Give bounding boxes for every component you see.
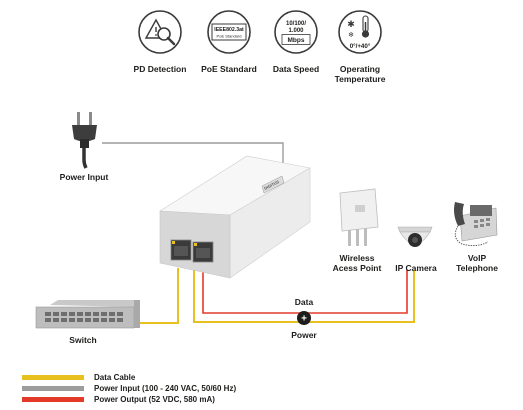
- svg-text:❄: ❄: [348, 31, 354, 39]
- label-access-point-line2: Acess Point: [332, 263, 382, 273]
- label-voip-telephone: VoIP Telephone: [448, 253, 506, 273]
- poe-standard-icon: IEEE802.3at PoE Standard: [207, 10, 251, 54]
- data-power-junction: Data + Power: [291, 297, 317, 340]
- feature-label-pd-detection: PD Detection: [133, 64, 187, 74]
- wireless-access-point: [339, 188, 379, 246]
- label-voip-line1: VoIP: [467, 253, 487, 263]
- label-switch: Switch: [69, 335, 97, 345]
- power-plug: [72, 112, 97, 169]
- temperature-range: 0°/+40°: [350, 43, 371, 50]
- legend-swatch-data: [22, 374, 84, 380]
- speed-badge-line2: 1.000: [288, 28, 304, 34]
- legend-swatch-power-output: [22, 396, 84, 402]
- label-voip-line2: Telephone: [456, 263, 498, 273]
- ip-camera: [397, 226, 433, 247]
- legend-swatch-power-input: [22, 385, 84, 391]
- switch-data-cable: [138, 268, 179, 324]
- legend-text-power-input: Power Input (100 - 240 VAC, 50/60 Hz): [94, 383, 237, 393]
- injector-brand: DIGITUS: [263, 179, 280, 191]
- thermometer-icon: ✱ ❄ 0°/+40°: [338, 10, 382, 54]
- label-access-point: Wireless Acess Point: [325, 253, 389, 273]
- poe-badge-line1: IEEE802.3at: [214, 27, 244, 33]
- legend-text-data: Data Cable: [94, 372, 136, 382]
- speed-badge-line3: Mbps: [288, 37, 305, 44]
- junction-power-label: Power: [291, 330, 317, 340]
- legend-text-power-output: Power Output (52 VDC, 580 mA): [94, 394, 215, 404]
- label-access-point-line1: Wireless: [339, 253, 375, 263]
- network-switch: [35, 300, 140, 329]
- feature-label-poe-standard: PoE Standard: [201, 64, 257, 74]
- legend-power-output: Power Output (52 VDC, 580 mA): [22, 394, 215, 404]
- junction-data-label: Data: [295, 297, 314, 307]
- pd-detection-icon: [138, 10, 182, 54]
- label-power-input: Power Input: [59, 172, 109, 182]
- junction-plus-symbol: +: [301, 314, 307, 325]
- speed-badge-line1: 10/100/: [286, 21, 306, 27]
- voip-telephone: [454, 202, 498, 247]
- legend-power-input: Power Input (100 - 240 VAC, 50/60 Hz): [22, 383, 236, 393]
- power-input-cable: [102, 142, 284, 163]
- feature-label-operating-temperature: Operating Temperature: [315, 64, 405, 84]
- data-speed-icon: 10/100/ 1.000 Mbps: [274, 10, 318, 54]
- feature-label-temp-line2: Temperature: [334, 74, 386, 84]
- feature-label-temp-line1: Operating: [339, 64, 381, 74]
- poe-injector: DIGITUS: [159, 155, 311, 279]
- legend-data-cable: Data Cable: [22, 372, 135, 382]
- label-ip-camera: IP Camera: [395, 263, 437, 273]
- svg-text:✱: ✱: [347, 19, 355, 29]
- poe-badge-line2: PoE Standard: [217, 34, 242, 39]
- feature-label-data-speed: Data Speed: [272, 64, 320, 74]
